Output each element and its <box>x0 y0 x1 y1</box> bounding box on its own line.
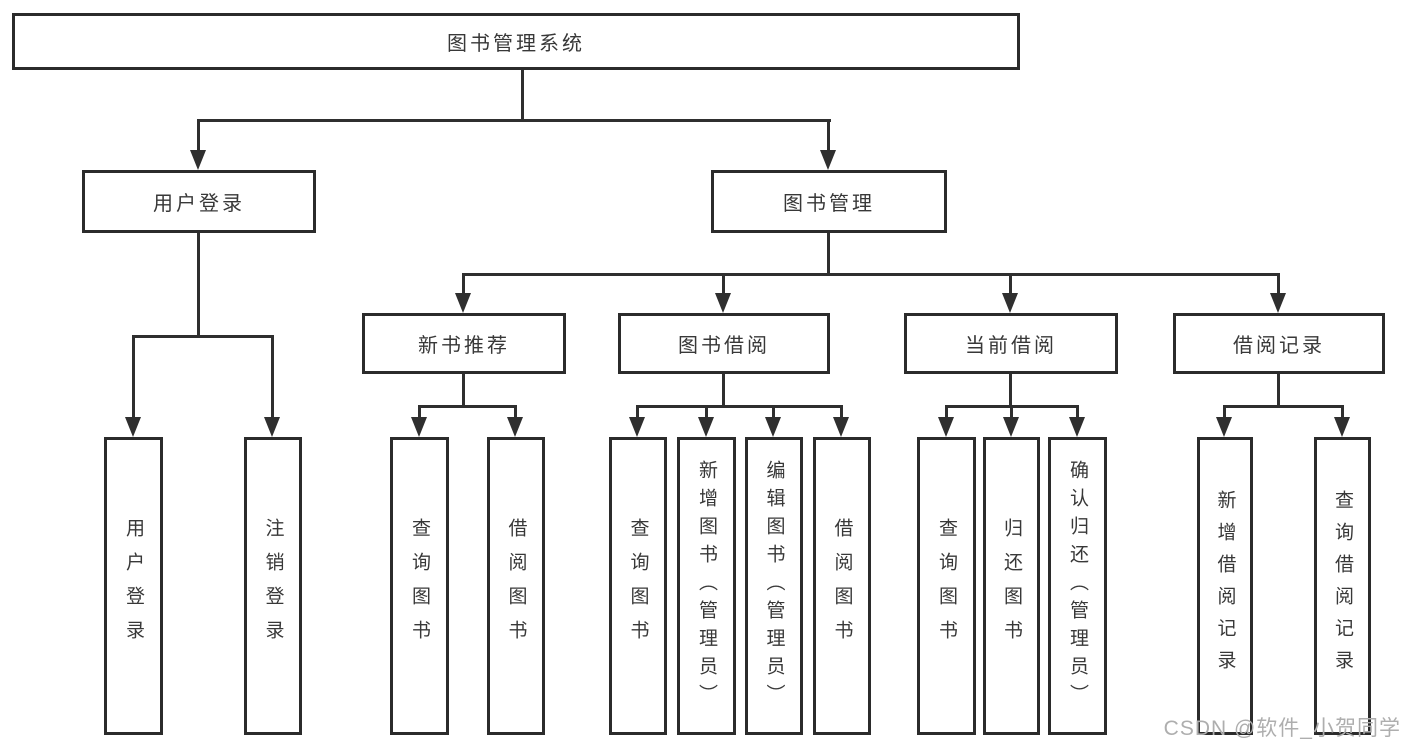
connector-drop-book-mgmt <box>827 119 830 152</box>
connector-new-book-bus <box>418 405 517 408</box>
connector-book-borrow-stem <box>722 374 725 405</box>
arrowhead-book-mgmt <box>820 150 836 170</box>
connector-drop-e2 <box>1341 405 1344 417</box>
leaf-add-books-admin: 新增图书（管理员） <box>677 437 736 735</box>
leaf-edit-books-admin: 编辑图书（管理员） <box>745 437 803 735</box>
arrowhead-c4 <box>833 417 849 437</box>
arrowhead-c2 <box>698 417 714 437</box>
csdn-watermark: CSDN @软件_小贺同学 <box>1163 717 1401 740</box>
leaf-query-books-current-label: 查询图书 <box>936 518 957 654</box>
leaf-query-books-recommend-label: 查询图书 <box>409 518 430 654</box>
leaf-user-login: 用户登录 <box>104 437 163 735</box>
connector-drop-b2 <box>514 405 517 417</box>
connector-drop-new-book <box>462 273 465 293</box>
connector-drop-c3 <box>772 405 775 417</box>
connector-root-bus <box>197 119 831 122</box>
connector-drop-d2 <box>1010 405 1013 417</box>
connector-root-stem <box>521 70 524 119</box>
leaf-add-books-admin-label: 新增图书（管理员） <box>696 460 717 712</box>
leaf-query-books-current: 查询图书 <box>917 437 976 735</box>
connector-drop-borrow-records <box>1277 273 1280 293</box>
leaf-logout-label: 注销登录 <box>262 518 284 654</box>
leaf-logout: 注销登录 <box>244 437 302 735</box>
node-borrowing-records: 借阅记录 <box>1173 313 1385 374</box>
leaf-borrow-books-recommend-label: 借阅图书 <box>505 518 527 654</box>
leaf-add-borrow-record: 新增借阅记录 <box>1197 437 1253 735</box>
node-new-book-recommend-label: 新书推荐 <box>418 335 510 357</box>
leaf-query-borrow-record: 查询借阅记录 <box>1314 437 1371 735</box>
leaf-query-books-recommend: 查询图书 <box>390 437 449 735</box>
arrowhead-current-borrow <box>1002 293 1018 313</box>
connector-user-login-bus <box>132 335 274 338</box>
leaf-edit-books-admin-label: 编辑图书（管理员） <box>763 460 785 712</box>
connector-drop-current-borrow <box>1009 273 1012 293</box>
connector-drop-c1 <box>636 405 639 417</box>
connector-current-borrow-stem <box>1009 374 1012 405</box>
leaf-add-borrow-record-label: 新增借阅记录 <box>1214 490 1236 682</box>
arrowhead-borrow-records <box>1270 293 1286 313</box>
node-user-login-label: 用户登录 <box>153 193 245 215</box>
node-root-label: 图书管理系统 <box>447 33 585 55</box>
arrowhead-b2 <box>507 417 523 437</box>
leaf-confirm-return-admin-label: 确认归还（管理员） <box>1067 460 1088 712</box>
arrowhead-d1 <box>938 417 954 437</box>
connector-user-login-stem <box>197 233 200 335</box>
node-current-borrowing-label: 当前借阅 <box>965 335 1057 357</box>
node-borrowing-records-label: 借阅记录 <box>1233 335 1325 357</box>
node-user-login: 用户登录 <box>82 170 316 233</box>
leaf-borrow-books-borrowing: 借阅图书 <box>813 437 871 735</box>
arrowhead-d3 <box>1069 417 1085 437</box>
connector-drop-e1 <box>1223 405 1226 417</box>
arrowhead-user-login <box>190 150 206 170</box>
connector-drop-user-login <box>197 119 200 152</box>
connector-borrow-records-stem <box>1277 374 1280 405</box>
connector-drop-b1 <box>418 405 421 417</box>
connector-drop-leaf-login <box>132 335 135 417</box>
connector-drop-c4 <box>840 405 843 417</box>
leaf-return-books-label: 归还图书 <box>1001 518 1022 654</box>
connector-book-mgmt-bus <box>462 273 1280 276</box>
arrowhead-new-book <box>455 293 471 313</box>
connector-borrow-records-bus <box>1223 405 1344 408</box>
node-current-borrowing: 当前借阅 <box>904 313 1118 374</box>
arrowhead-b1 <box>411 417 427 437</box>
leaf-return-books: 归还图书 <box>983 437 1040 735</box>
connector-book-mgmt-stem <box>827 233 830 273</box>
leaf-query-books-borrowing: 查询图书 <box>609 437 667 735</box>
leaf-query-books-borrowing-label: 查询图书 <box>627 518 649 654</box>
node-book-management-label: 图书管理 <box>783 193 875 215</box>
node-book-borrowing-label: 图书借阅 <box>678 335 770 357</box>
leaf-confirm-return-admin: 确认归还（管理员） <box>1048 437 1107 735</box>
arrowhead-e1 <box>1216 417 1232 437</box>
leaf-borrow-books-recommend: 借阅图书 <box>487 437 545 735</box>
node-book-management: 图书管理 <box>711 170 947 233</box>
node-book-borrowing: 图书借阅 <box>618 313 830 374</box>
node-root: 图书管理系统 <box>12 13 1020 70</box>
connector-new-book-stem <box>462 374 465 405</box>
connector-drop-book-borrow <box>722 273 725 293</box>
arrowhead-leaf-logout <box>264 417 280 437</box>
arrowhead-d2 <box>1003 417 1019 437</box>
arrowhead-e2 <box>1334 417 1350 437</box>
leaf-query-borrow-record-label: 查询借阅记录 <box>1332 490 1353 682</box>
connector-drop-c2 <box>705 405 708 417</box>
arrowhead-c3 <box>765 417 781 437</box>
connector-drop-d3 <box>1076 405 1079 417</box>
arrowhead-book-borrow <box>715 293 731 313</box>
leaf-borrow-books-borrowing-label: 借阅图书 <box>831 518 853 654</box>
connector-book-borrow-bus <box>636 405 843 408</box>
leaf-user-login-label: 用户登录 <box>123 518 144 654</box>
connector-drop-d1 <box>945 405 948 417</box>
arrowhead-c1 <box>629 417 645 437</box>
connector-drop-leaf-logout <box>271 335 274 417</box>
arrowhead-leaf-login <box>125 417 141 437</box>
node-new-book-recommend: 新书推荐 <box>362 313 566 374</box>
